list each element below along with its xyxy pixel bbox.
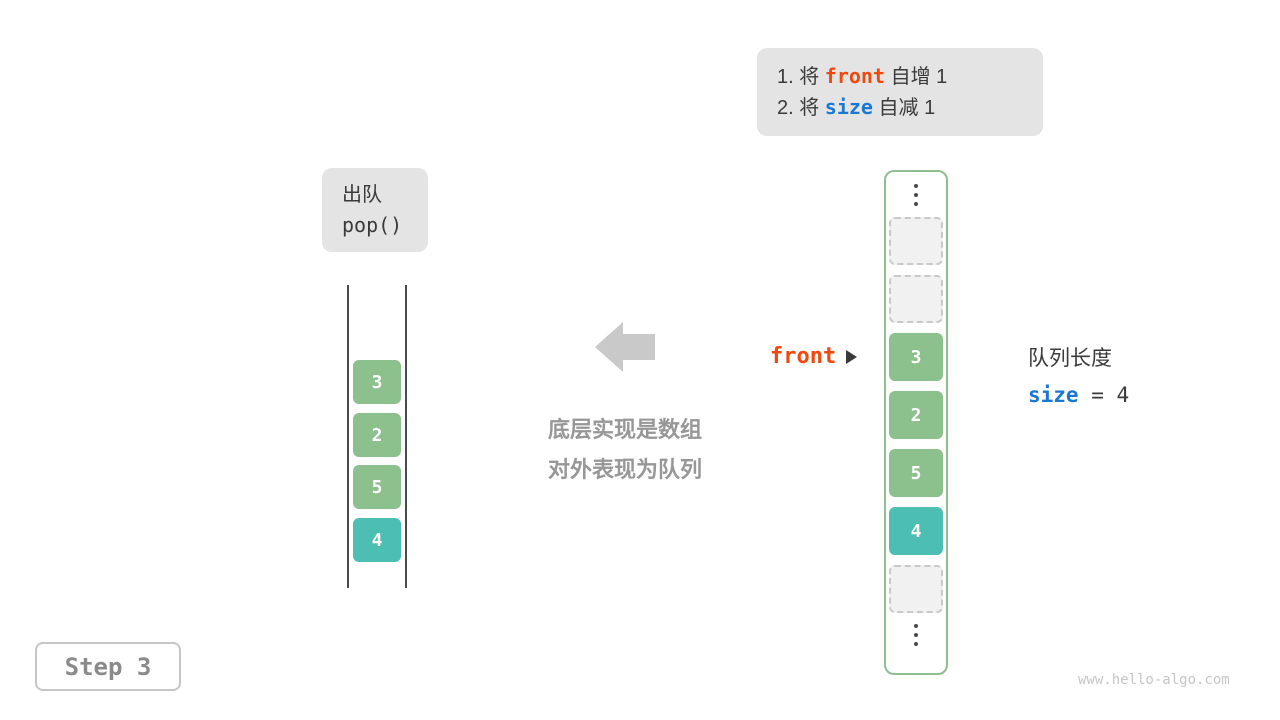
instruction-2-suffix: 自减 1	[872, 97, 936, 119]
arrow-shaft	[623, 334, 655, 360]
big-left-arrow-icon	[595, 322, 655, 372]
queue-cell: 4	[353, 518, 401, 562]
queue-length-title: 队列长度	[1028, 347, 1112, 370]
instruction-line-1: 1. 将 front 自增 1	[777, 61, 1023, 92]
size-keyword: size	[1028, 383, 1079, 407]
queue-rail-left	[347, 285, 349, 588]
ellipsis-icon	[886, 184, 946, 206]
queue-length-rest: = 4	[1078, 383, 1130, 407]
size-keyword: size	[824, 95, 873, 119]
caption: 底层实现是数组 对外表现为队列	[465, 410, 785, 490]
array-cell: 3	[889, 333, 943, 381]
queue-cell: 2	[353, 413, 401, 457]
ellipsis-icon	[886, 624, 946, 646]
queue-cell: 3	[353, 360, 401, 404]
watermark: www.hello-algo.com	[1078, 672, 1230, 688]
front-keyword: front	[824, 64, 886, 88]
instruction-2-prefix: 2. 将	[777, 97, 825, 119]
queue-length-annotation: 队列长度 size = 4	[1028, 342, 1129, 407]
operation-name: 出队	[342, 184, 382, 206]
array-cell: 4	[889, 507, 943, 555]
caption-line-1: 底层实现是数组	[547, 417, 702, 442]
front-pointer-arrow-icon	[846, 349, 858, 364]
array-cell-empty	[889, 217, 943, 265]
queue-length-value: size = 4	[1028, 383, 1129, 407]
instruction-box: 1. 将 front 自增 1 2. 将 size 自减 1	[757, 48, 1043, 136]
array-cell: 5	[889, 449, 943, 497]
queue-cell: 5	[353, 465, 401, 509]
operation-method: pop()	[342, 213, 403, 237]
array-cell-empty	[889, 565, 943, 613]
operation-box: 出队 pop()	[322, 168, 428, 252]
queue-rail-right	[405, 285, 407, 588]
instruction-1-prefix: 1. 将	[777, 66, 825, 88]
array-cell: 2	[889, 391, 943, 439]
caption-line-2: 对外表现为队列	[547, 457, 702, 482]
instruction-line-2: 2. 将 size 自减 1	[777, 92, 1023, 123]
array-cell-empty	[889, 275, 943, 323]
instruction-1-suffix: 自增 1	[885, 66, 948, 88]
front-pointer: front	[770, 344, 858, 369]
step-badge: Step 3	[35, 642, 181, 691]
step-badge-label: Step 3	[64, 652, 152, 681]
front-pointer-label: front	[770, 344, 837, 369]
array-container: 3 2 5 4	[884, 170, 948, 675]
arrow-head	[595, 322, 623, 372]
